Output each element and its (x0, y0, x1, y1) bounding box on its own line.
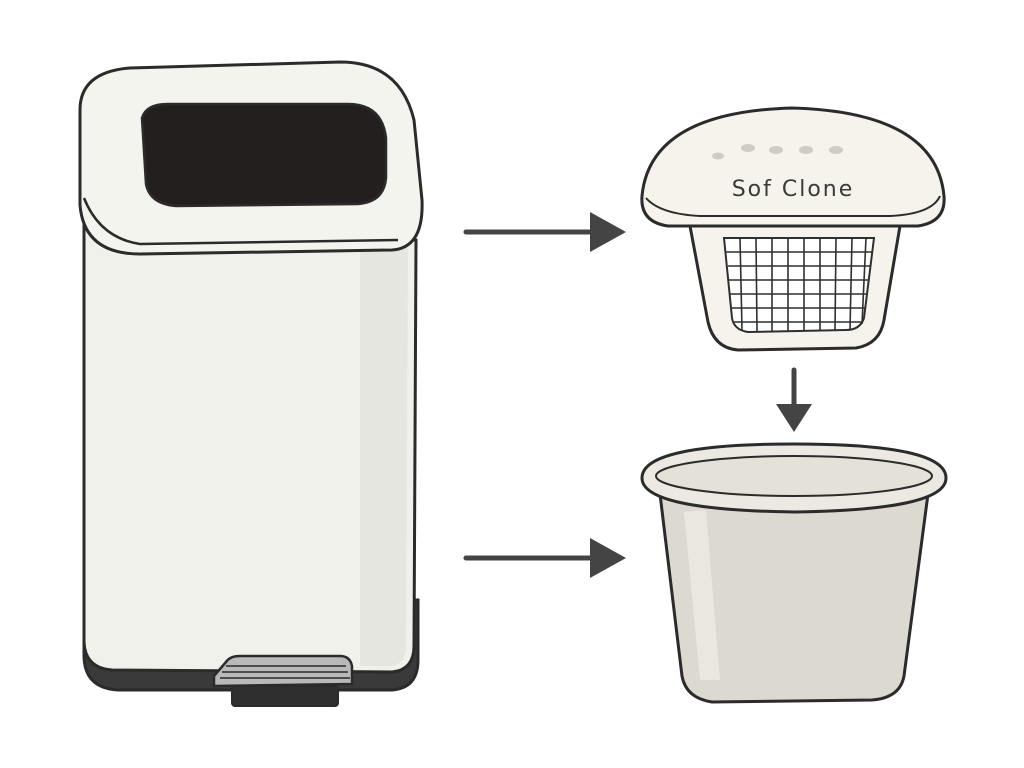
inner-bucket-icon (640, 442, 948, 704)
lid-rim (645, 195, 941, 217)
lid-vent-holes (712, 144, 843, 160)
bin-opening (140, 102, 388, 208)
bin-body-shade (360, 246, 408, 666)
arrow-to-lid-icon (463, 212, 626, 252)
basket-mesh (722, 237, 876, 334)
arrow-down-icon (776, 367, 812, 432)
bin-pedal (212, 654, 354, 707)
bin-body (82, 218, 418, 674)
bucket-highlight (684, 510, 720, 680)
lid-dome (640, 106, 946, 228)
bin-lid-seam (82, 197, 399, 246)
pedal-trash-bin-icon (78, 60, 424, 707)
bucket-inner (655, 455, 933, 497)
arrow-to-bucket-icon (463, 538, 626, 578)
bucket-body (658, 492, 930, 704)
lid-label-text: Sof Clone (732, 177, 855, 202)
vented-lid-icon: Sof Clone (640, 106, 946, 352)
